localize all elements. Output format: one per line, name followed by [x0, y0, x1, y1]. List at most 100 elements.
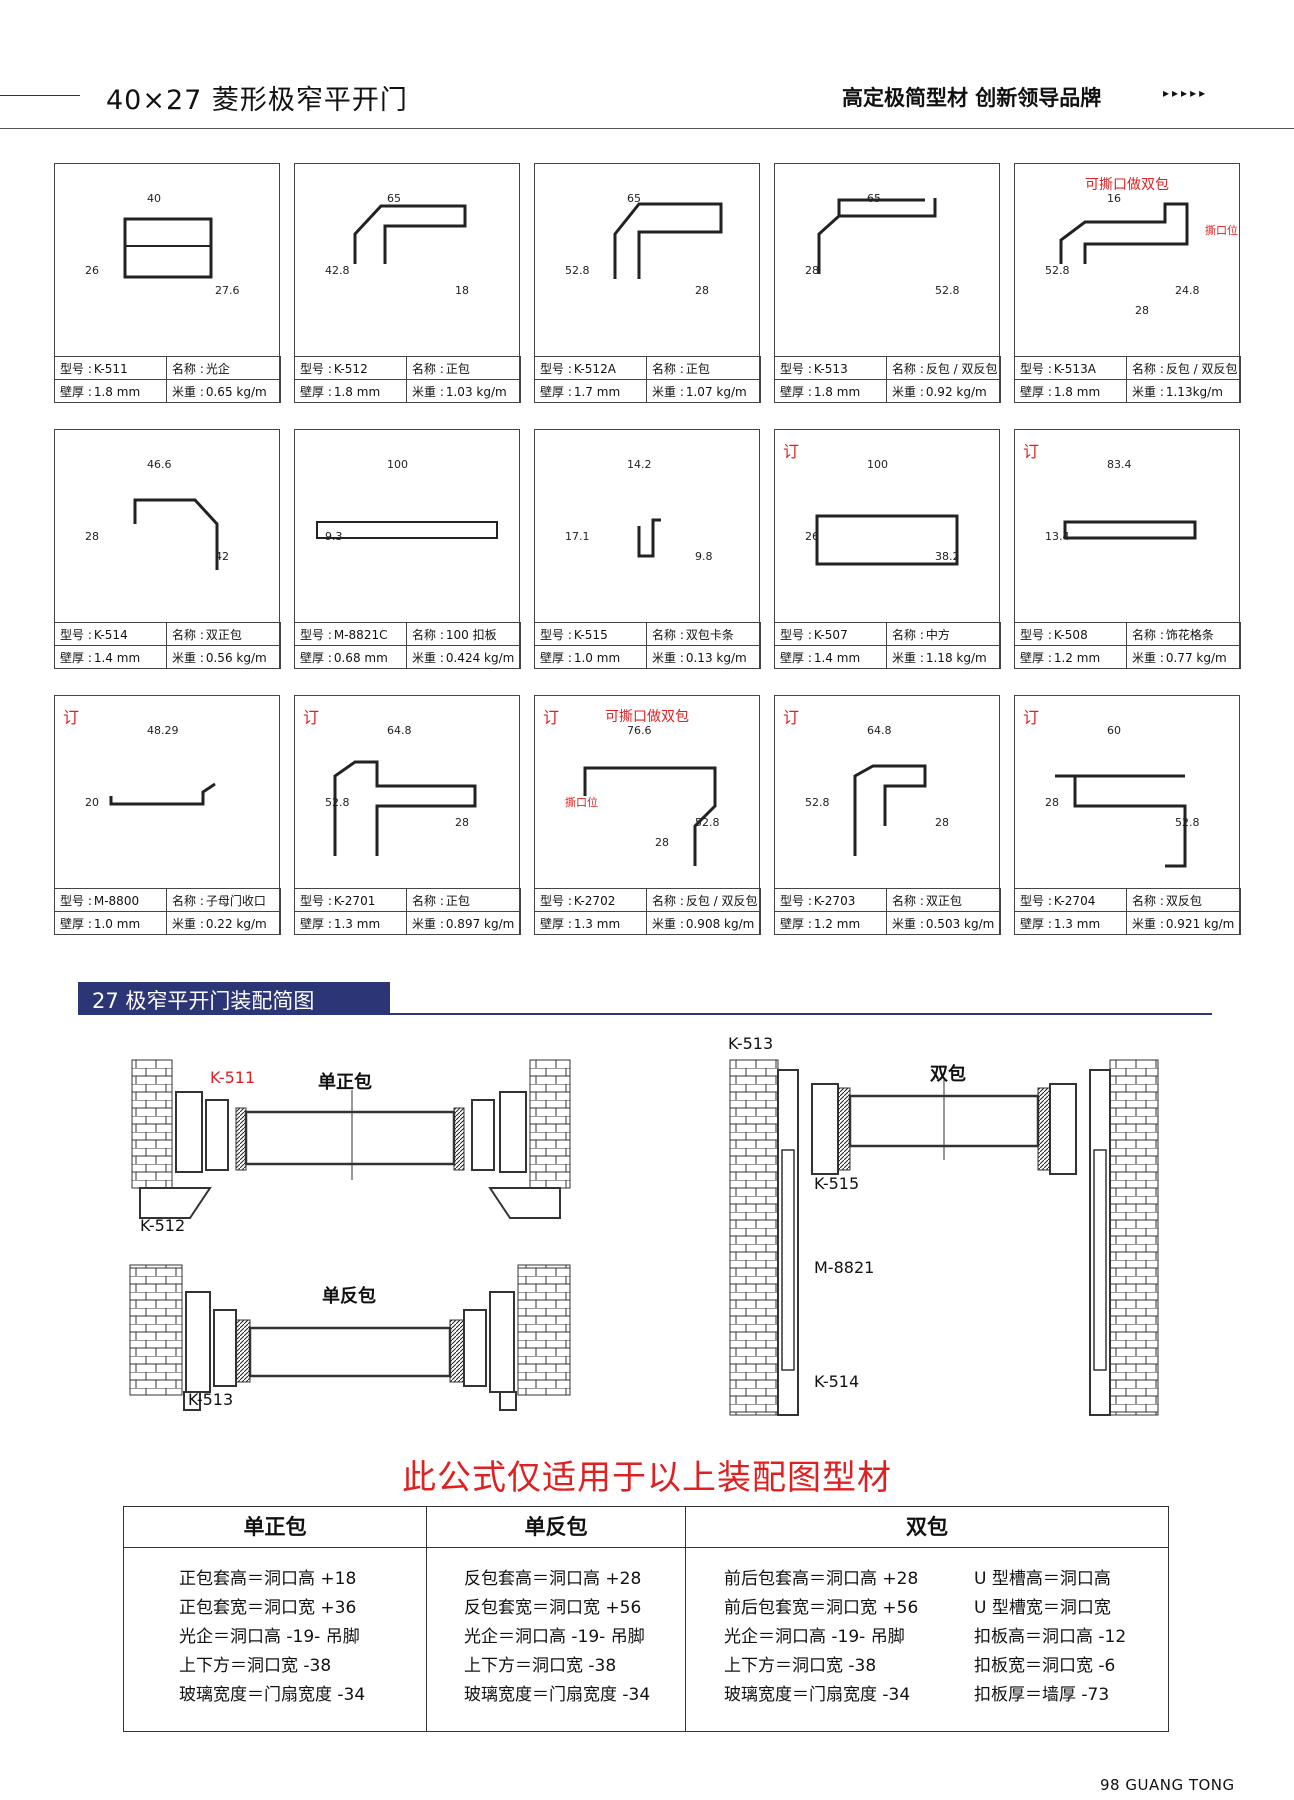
model-value: K-2701 — [333, 893, 376, 908]
weight-cell: 米重 :0.77 kg/m — [1126, 645, 1241, 669]
profile-spec-table: 型号 :K-512 名称 :正包 壁厚 :1.8 mm 米重 :1.03 kg/… — [294, 356, 521, 403]
weight-label: 米重 : — [412, 650, 444, 665]
weight-label: 米重 : — [172, 384, 204, 399]
dimension-label: 42 — [215, 550, 229, 563]
thickness-cell: 壁厚 :1.2 mm — [774, 911, 887, 935]
header-rule-left — [0, 95, 80, 96]
name-cell: 名称 :100 扣板 — [406, 622, 521, 646]
name-label: 名称 : — [412, 893, 444, 908]
formula-title: 此公式仅适用于以上装配图型材 — [402, 1458, 892, 1498]
dimension-label: 65 — [387, 192, 401, 205]
formula-col-divider — [685, 1507, 686, 1731]
thickness-cell: 壁厚 :0.68 mm — [294, 645, 407, 669]
weight-cell: 米重 :1.18 kg/m — [886, 645, 1001, 669]
name-label: 名称 : — [1132, 893, 1164, 908]
thickness-value: 0.68 mm — [333, 650, 388, 665]
profile-shape — [817, 198, 937, 274]
section-rule — [78, 1013, 1212, 1015]
model-cell: 型号 :K-511 — [54, 356, 167, 380]
thickness-label: 壁厚 : — [780, 916, 812, 931]
custom-order-mark: 订 — [63, 708, 80, 727]
name-value: 光企 — [205, 361, 230, 376]
thickness-label: 壁厚 : — [60, 384, 92, 399]
formula-line: 反包套高＝洞口高 +28 — [464, 1569, 642, 1589]
model-value: K-2704 — [1053, 893, 1096, 908]
name-value: 子母门收口 — [205, 893, 266, 908]
weight-cell: 米重 :0.92 kg/m — [886, 379, 1001, 403]
name-cell: 名称 :中方 — [886, 622, 1001, 646]
custom-order-mark: 订 — [783, 708, 800, 727]
name-cell: 名称 :光企 — [166, 356, 281, 380]
model-cell: 型号 :K-512 — [294, 356, 407, 380]
model-value: K-2702 — [573, 893, 616, 908]
label-m8821: M-8821 — [814, 1258, 875, 1277]
dimension-label: 100 — [387, 458, 408, 471]
dimension-label: 28 — [455, 816, 469, 829]
thickness-label: 壁厚 : — [540, 916, 572, 931]
model-value: K-2703 — [813, 893, 856, 908]
dimension-label: 64.8 — [867, 724, 892, 737]
name-label: 名称 : — [1132, 627, 1164, 642]
dimension-label: 46.6 — [147, 458, 172, 471]
thickness-cell: 壁厚 :1.8 mm — [1014, 379, 1127, 403]
dimension-label: 16 — [1107, 192, 1121, 205]
custom-order-mark: 订 — [783, 442, 800, 461]
dimension-label: 83.4 — [1107, 458, 1132, 471]
thickness-label: 壁厚 : — [780, 650, 812, 665]
thickness-value: 1.2 mm — [1053, 650, 1101, 665]
name-value: 双正包 — [925, 893, 962, 908]
thickness-value: 1.0 mm — [573, 650, 621, 665]
weight-value: 0.908 kg/m — [685, 916, 755, 931]
weight-label: 米重 : — [1132, 384, 1164, 399]
profile-shape — [853, 764, 927, 856]
dimension-label: 100 — [867, 458, 888, 471]
profile-spec-table: 型号 :M-8821C 名称 :100 扣板 壁厚 :0.68 mm 米重 :0… — [294, 622, 521, 669]
dimension-label: 28 — [695, 284, 709, 297]
thickness-cell: 壁厚 :1.8 mm — [54, 379, 167, 403]
name-label: 名称 : — [652, 893, 684, 908]
thickness-value: 1.8 mm — [93, 384, 141, 399]
thickness-value: 1.4 mm — [813, 650, 861, 665]
header-divider — [0, 128, 1294, 129]
dimension-label: 26 — [85, 264, 99, 277]
name-cell: 名称 :正包 — [406, 888, 521, 912]
profile-section-drawing: 83.4 13.4 — [1045, 458, 1197, 543]
model-cell: 型号 :K-508 — [1014, 622, 1127, 646]
thickness-label: 壁厚 : — [780, 384, 812, 399]
model-label: 型号 : — [780, 893, 812, 908]
weight-value: 1.18 kg/m — [925, 650, 987, 665]
name-value: 正包 — [445, 893, 470, 908]
custom-order-mark: 订 — [1023, 708, 1040, 727]
weight-value: 0.424 kg/m — [445, 650, 515, 665]
name-cell: 名称 :反包 / 双反包 — [1126, 356, 1241, 380]
name-value: 正包 — [445, 361, 470, 376]
weight-value: 0.897 kg/m — [445, 916, 515, 931]
label-k514: K-514 — [814, 1372, 860, 1391]
model-label: 型号 : — [60, 361, 92, 376]
label-k515: K-515 — [814, 1174, 860, 1193]
dimension-label: 52.8 — [935, 284, 960, 297]
weight-value: 1.07 kg/m — [685, 384, 747, 399]
page-footer: 98 GUANG TONG — [1100, 1776, 1235, 1794]
assembly-diagram — [129, 1059, 1159, 1416]
formula-line: 前后包套高＝洞口高 +28 — [724, 1569, 919, 1589]
profile-spec-table: 型号 :K-511 名称 :光企 壁厚 :1.8 mm 米重 :0.65 kg/… — [54, 356, 281, 403]
formula-line: 正包套宽＝洞口宽 +36 — [179, 1598, 357, 1618]
dimension-label: 28 — [655, 836, 669, 849]
dimension-label: 13.4 — [1045, 530, 1070, 543]
formula-line: 正包套高＝洞口高 +18 — [179, 1569, 357, 1589]
profile-spec-table: 型号 :K-507 名称 :中方 壁厚 :1.4 mm 米重 :1.18 kg/… — [774, 622, 1001, 669]
